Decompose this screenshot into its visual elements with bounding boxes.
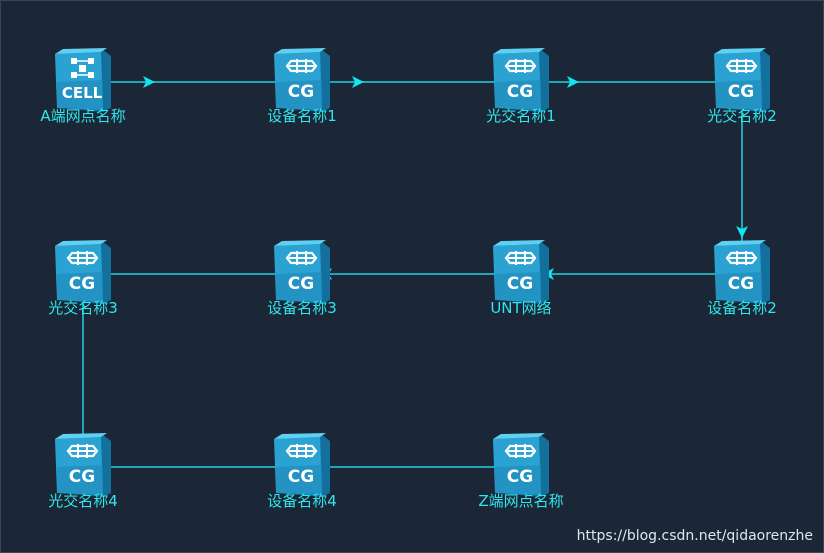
cg-icon: CG	[232, 238, 372, 306]
svg-text:CG: CG	[507, 467, 533, 487]
node-a-site[interactable]: CELL A端网点名称	[13, 46, 153, 125]
cg-icon: CG	[451, 431, 591, 499]
arrow-icon	[736, 226, 748, 238]
node-label: 设备名称2	[707, 299, 777, 317]
svg-text:CG: CG	[507, 274, 533, 294]
svg-text:CG: CG	[69, 467, 95, 487]
node-device-1[interactable]: CG 设备名称1	[232, 46, 372, 125]
cg-icon: CG	[672, 238, 812, 306]
node-optical-2[interactable]: CG 光交名称2	[672, 46, 812, 125]
cg-icon: CG	[232, 431, 372, 499]
node-label: UNT网络	[490, 299, 552, 317]
cell-icon: CELL	[13, 46, 153, 114]
node-label: A端网点名称	[40, 107, 126, 125]
cg-icon: CG	[232, 46, 372, 114]
arrow-icon	[352, 76, 364, 88]
svg-text:CG: CG	[288, 274, 314, 294]
node-optical-1[interactable]: CG 光交名称1	[451, 46, 591, 125]
node-unt-network[interactable]: CG UNT网络	[451, 238, 591, 317]
cg-icon: CG	[451, 238, 591, 306]
svg-text:CG: CG	[507, 82, 533, 102]
svg-text:CG: CG	[69, 274, 95, 294]
node-label: 设备名称4	[267, 492, 337, 510]
node-device-2[interactable]: CG 设备名称2	[672, 238, 812, 317]
watermark: https://blog.csdn.net/qidaorenzhe	[576, 528, 813, 544]
arrow-icon	[143, 76, 155, 88]
node-optical-3[interactable]: CG 光交名称3	[13, 238, 153, 317]
node-optical-4[interactable]: CG 光交名称4	[13, 431, 153, 510]
node-label: Z端网点名称	[478, 492, 564, 510]
node-label: 光交名称3	[48, 299, 118, 317]
node-label: 光交名称4	[48, 492, 118, 510]
cg-icon: CG	[672, 46, 812, 114]
cg-icon: CG	[13, 238, 153, 306]
svg-text:CELL: CELL	[62, 84, 103, 102]
cg-icon: CG	[13, 431, 153, 499]
svg-text:CG: CG	[288, 82, 314, 102]
arrow-icon	[567, 76, 579, 88]
node-label: 设备名称1	[267, 107, 337, 125]
node-label: 光交名称2	[707, 107, 777, 125]
node-label: 设备名称3	[267, 299, 337, 317]
node-device-3[interactable]: CG 设备名称3	[232, 238, 372, 317]
node-device-4[interactable]: CG 设备名称4	[232, 431, 372, 510]
node-z-site[interactable]: CG Z端网点名称	[451, 431, 591, 510]
svg-text:CG: CG	[728, 82, 754, 102]
node-label: 光交名称1	[486, 107, 556, 125]
cg-icon: CG	[451, 46, 591, 114]
svg-text:CG: CG	[288, 467, 314, 487]
svg-text:CG: CG	[728, 274, 754, 294]
